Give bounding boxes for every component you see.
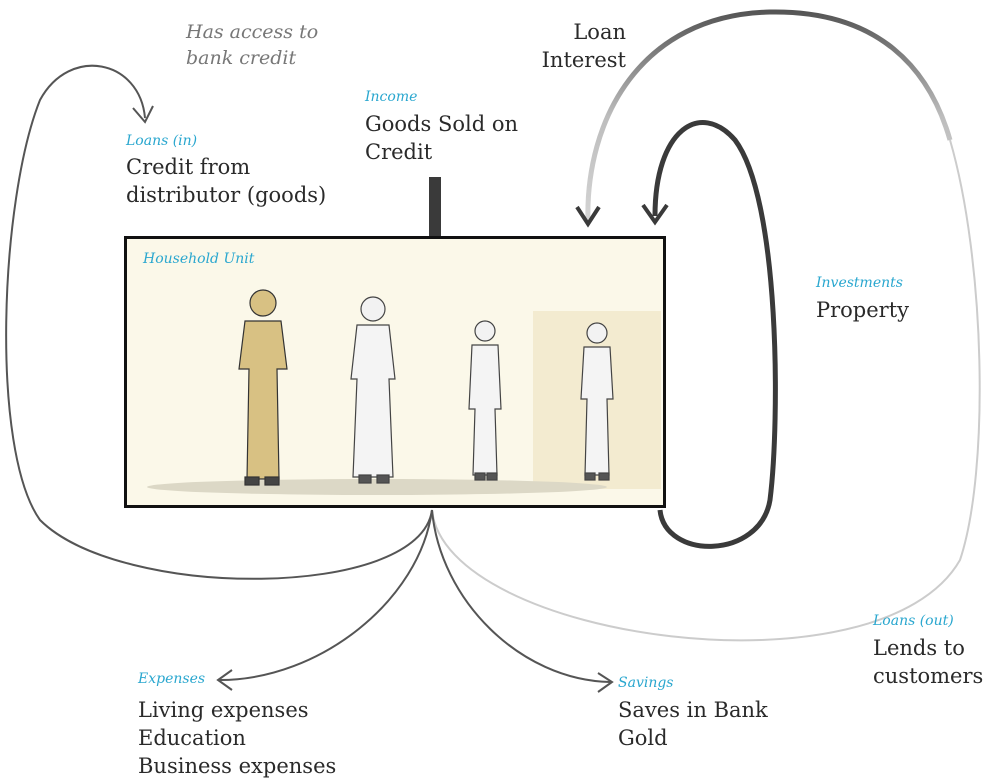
loans-out-text: Lends to customers (873, 634, 983, 690)
income-category: Income (365, 89, 418, 105)
expenses-line: Business expenses (138, 754, 337, 778)
loans-out-arrow (431, 139, 981, 642)
loans-in-text: Credit from distributor (goods) (126, 153, 326, 209)
savings-line: Gold (618, 726, 668, 750)
loan-interest-arrowhead (575, 205, 601, 228)
loans-in-arrowhead (132, 105, 154, 124)
expenses-arrowhead (216, 669, 233, 691)
savings-arrow (431, 509, 611, 683)
loans-in-line: distributor (goods) (126, 183, 327, 207)
investments-arrow (652, 120, 778, 549)
expenses-arrow (219, 509, 433, 681)
loans-in-arrow (5, 64, 433, 580)
expenses-line: Education (138, 726, 246, 750)
expenses-line: Living expenses (138, 698, 309, 722)
bank-credit-note: Has access to bank credit (186, 19, 318, 71)
savings-line: Saves in Bank (618, 698, 768, 722)
man-figure (238, 289, 288, 486)
loans-in-line: Credit from (126, 155, 251, 179)
household-unit-box: Household Unit (124, 236, 666, 508)
loans-out-category: Loans (out) (873, 613, 954, 629)
investments-line: Property (816, 298, 910, 322)
boy-figure (468, 320, 502, 481)
loan-interest-text: Loan Interest (540, 18, 626, 74)
girl-figure (580, 322, 614, 481)
loan-interest-line: Loan (573, 20, 626, 44)
loans-in-category: Loans (in) (126, 133, 198, 149)
household-label: Household Unit (143, 251, 255, 267)
investments-arrowhead (641, 203, 669, 226)
loan-interest-line: Interest (541, 48, 626, 72)
woman-figure (350, 296, 396, 484)
savings-arrowhead (597, 672, 614, 693)
income-line: Goods Sold on (365, 112, 518, 136)
loan-interest-arrow (585, 9, 953, 223)
income-line: Credit (365, 140, 433, 164)
savings-text: Saves in Bank Gold (618, 696, 768, 752)
investments-category: Investments (816, 275, 903, 291)
bank-credit-note-line: Has access to (186, 21, 319, 43)
loans-out-line: Lends to (873, 636, 965, 660)
income-text: Goods Sold on Credit (365, 110, 518, 166)
ground-shadow (147, 479, 607, 495)
loans-out-line: customers (873, 664, 984, 688)
savings-category: Savings (618, 675, 674, 691)
expenses-text: Living expenses Education Business expen… (138, 696, 336, 780)
household-figures (147, 289, 661, 495)
expenses-category: Expenses (138, 671, 206, 687)
bank-credit-note-line: bank credit (186, 47, 297, 69)
income-bar (429, 177, 441, 236)
investments-text: Property (816, 296, 909, 324)
